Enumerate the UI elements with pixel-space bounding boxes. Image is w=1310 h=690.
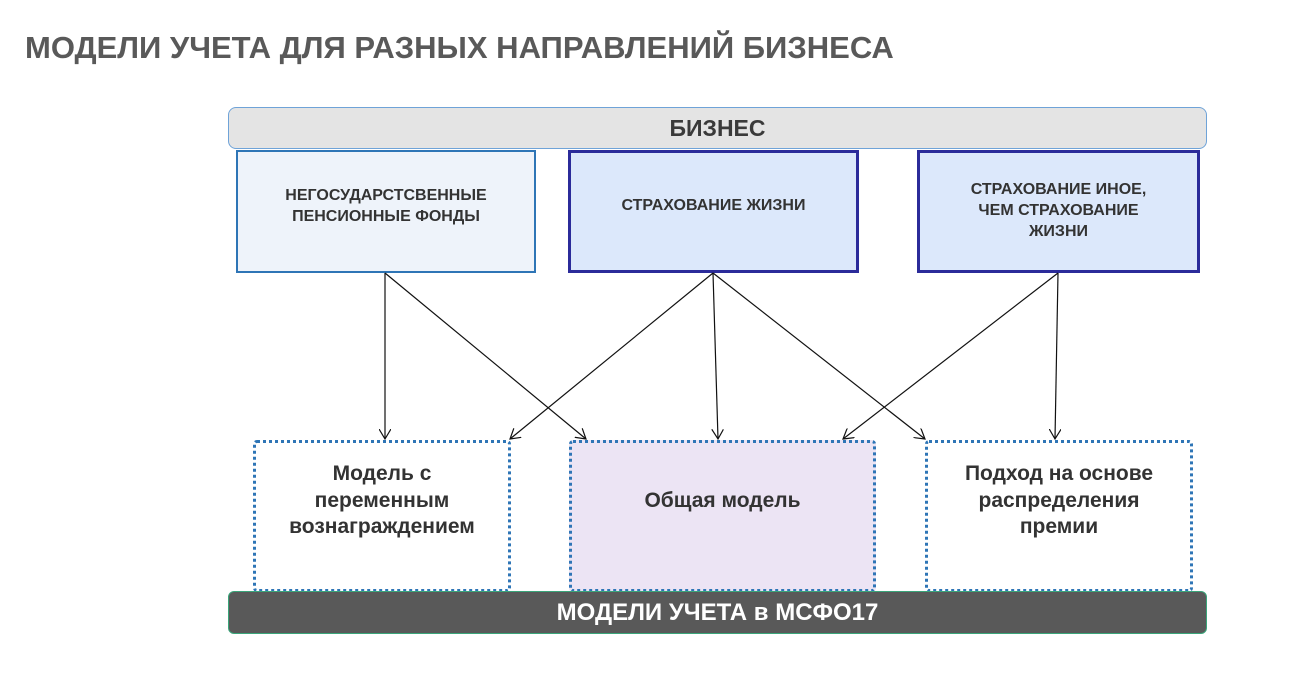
models-footer-bar: МОДЕЛИ УЧЕТА в МСФО17 [228,591,1207,634]
box-text: СТРАХОВАНИЕ ИНОЕ, [970,181,1147,199]
model-box-premium-allocation: Подход на основе распределения премии [925,440,1193,592]
model-box-general-model: Общая модель [569,440,876,592]
box-text: Подход на основе [964,461,1154,485]
arrow [713,272,718,439]
box-text: ПЕНСИОННЫЕ ФОНДЫ [292,207,480,225]
arrow [712,272,925,439]
business-header: БИЗНЕС [228,107,1207,149]
box-text: СТРАХОВАНИЕ ЖИЗНИ [621,197,806,215]
arrow [1055,272,1058,439]
box-text: Модель с [332,461,432,485]
box-text: вознаграждением [289,515,475,539]
box-text: ЧЕМ СТРАХОВАНИЕ [978,202,1139,220]
box-text: распределения [978,488,1140,512]
business-box-pension-funds: НЕГОСУДАРСТСВЕННЫЕ ПЕНСИОННЫЕ ФОНДЫ [236,150,536,273]
arrow [510,272,714,439]
box-text: НЕГОСУДАРСТСВЕННЫЕ [285,186,487,204]
box-text: Общая модель [644,488,801,512]
box-text: премии [1019,515,1099,539]
model-box-variable-fee: Модель с переменным вознаграждением [253,440,511,592]
arrow [843,272,1059,439]
business-box-life-insurance: СТРАХОВАНИЕ ЖИЗНИ [568,150,859,273]
box-text: ЖИЗНИ [1028,222,1089,240]
arrow [384,272,586,439]
box-text: переменным [314,488,450,512]
business-box-non-life-insurance: СТРАХОВАНИЕ ИНОЕ, ЧЕМ СТРАХОВАНИЕ ЖИЗНИ [917,150,1200,273]
page-title: МОДЕЛИ УЧЕТА ДЛЯ РАЗНЫХ НАПРАВЛЕНИЙ БИЗН… [25,30,894,65]
